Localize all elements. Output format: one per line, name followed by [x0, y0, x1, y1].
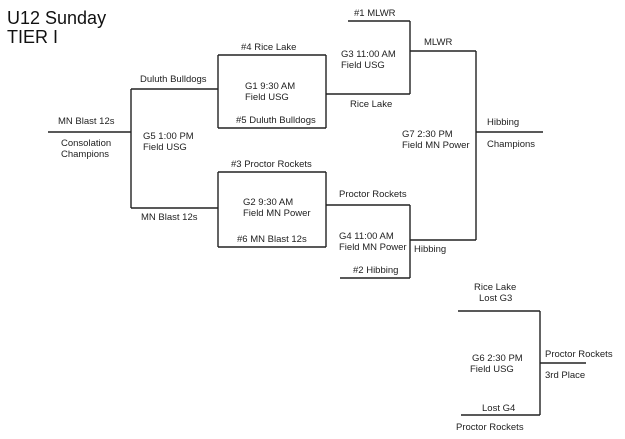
g7-winner: Hibbing	[487, 117, 520, 128]
g5-result2: Champions	[61, 149, 110, 160]
g4-game-label: G4 11:00 AM	[339, 231, 394, 242]
g2-game-label: G2 9:30 AM	[243, 197, 294, 208]
g4-bottom-team: #2 Hibbing	[353, 265, 399, 276]
g6-result: 3rd Place	[545, 370, 586, 381]
g6-top-team: Rice Lake	[474, 282, 517, 293]
g2-field: Field MN Power	[243, 208, 311, 219]
g6-bottom-team: Proctor Rockets	[456, 422, 524, 433]
g2-winner: Proctor Rockets	[339, 189, 407, 200]
g5-result: Consolation	[61, 138, 112, 149]
g5-game-label: G5 1:00 PM	[143, 131, 194, 142]
g4-winner: Hibbing	[414, 244, 447, 255]
g1-bottom-team: #5 Duluth Bulldogs	[236, 115, 316, 126]
g1-top-team: #4 Rice Lake	[241, 42, 297, 53]
g4-field: Field MN Power	[339, 242, 407, 253]
g5-winner: MN Blast 12s	[58, 116, 115, 127]
g5-bottom-team: MN Blast 12s	[141, 212, 198, 223]
g1-game-label: G1 9:30 AM	[245, 81, 296, 92]
g6-game-label: G6 2:30 PM	[472, 353, 523, 364]
g7-game-label: G7 2:30 PM	[402, 129, 453, 140]
page-subtitle: TIER I	[7, 27, 59, 47]
g1-winner: Rice Lake	[350, 99, 393, 110]
g5-top-team: Duluth Bulldogs	[140, 74, 207, 85]
page-title: U12 Sunday	[7, 8, 107, 28]
g6-field: Field USG	[470, 364, 514, 375]
g6-winner: Proctor Rockets	[545, 349, 613, 360]
g3-game-label: G3 11:00 AM	[341, 49, 396, 60]
g3-winner: MLWR	[424, 37, 453, 48]
g3-field: Field USG	[341, 60, 385, 71]
g2-bottom-team: #6 MN Blast 12s	[237, 234, 307, 245]
g6-top-note: Lost G3	[479, 293, 513, 304]
g6-bottom-note: Lost G4	[482, 403, 516, 414]
g1-field: Field USG	[245, 92, 289, 103]
g7-field: Field MN Power	[402, 140, 470, 151]
g7-result: Champions	[487, 139, 536, 150]
g2-top-team: #3 Proctor Rockets	[231, 159, 312, 170]
g3-top-team: #1 MLWR	[354, 8, 396, 19]
g5-field: Field USG	[143, 142, 187, 153]
